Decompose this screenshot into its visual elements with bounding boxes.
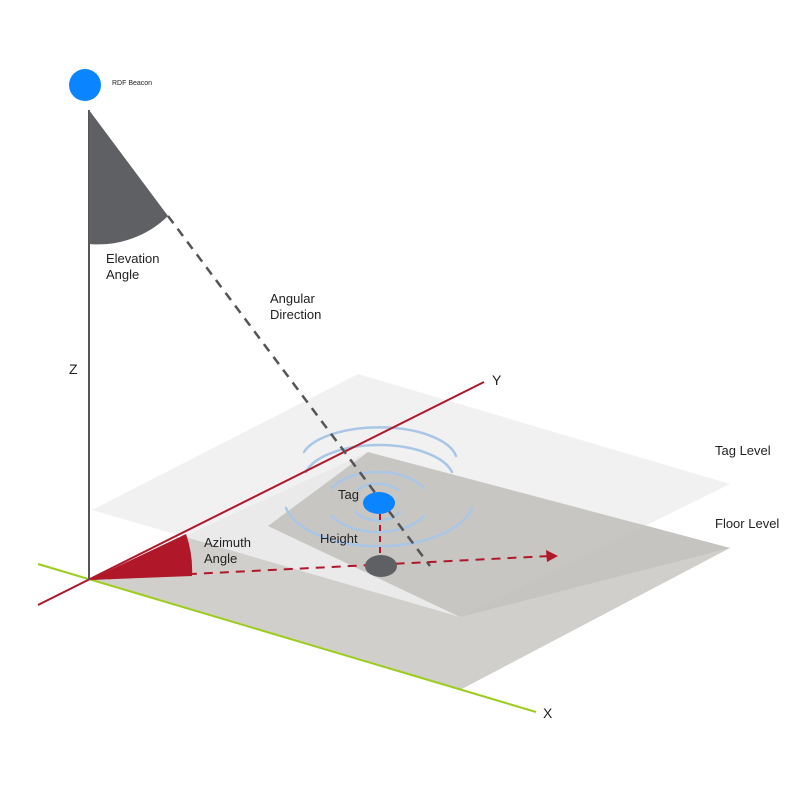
tag-marker [363, 492, 395, 514]
signal-rings [284, 426, 474, 548]
y-axis-label: Y [492, 372, 502, 388]
beacon-label: RDF Beacon [112, 80, 153, 87]
rdf-beacon-marker [69, 69, 101, 101]
azimuth-arrowhead [546, 550, 558, 562]
signal-ring-mid-bottom [330, 514, 426, 534]
signal-ring-far-top [302, 426, 458, 458]
x-axis-line [37, 563, 537, 713]
angular-direction-line [166, 215, 432, 567]
z-axis-label: Z [69, 361, 78, 377]
azimuth-angle-label-line1: Azimuth [204, 535, 251, 550]
azimuth-angle-wedge [89, 534, 193, 580]
azimuth-direction-line [91, 555, 551, 580]
signal-ring-outer-bottom [284, 506, 474, 548]
angular-direction-label-line2: Direction [270, 307, 322, 322]
signal-ring-inner-bottom [354, 510, 402, 522]
signal-ring-inner-top [356, 482, 400, 492]
azimuth-angle-label-line2: Angle [204, 551, 238, 566]
elevation-angle-label-line1: Elevation [106, 251, 160, 266]
y-axis-line [37, 381, 485, 606]
signal-ring-mid-top [330, 470, 426, 490]
tag-label: Tag [338, 487, 359, 502]
floor-level-label: Floor Level [715, 516, 780, 531]
elevation-angle-wedge [89, 110, 168, 245]
x-axis-label: X [543, 705, 553, 721]
height-label: Height [320, 531, 358, 546]
floor-point [365, 555, 397, 577]
elevation-angle-label-line2: Angle [106, 267, 140, 282]
angular-direction-label-line1: Angular [270, 291, 315, 306]
tag-level-label: Tag Level [715, 443, 771, 458]
signal-ring-outer-top [304, 443, 454, 474]
